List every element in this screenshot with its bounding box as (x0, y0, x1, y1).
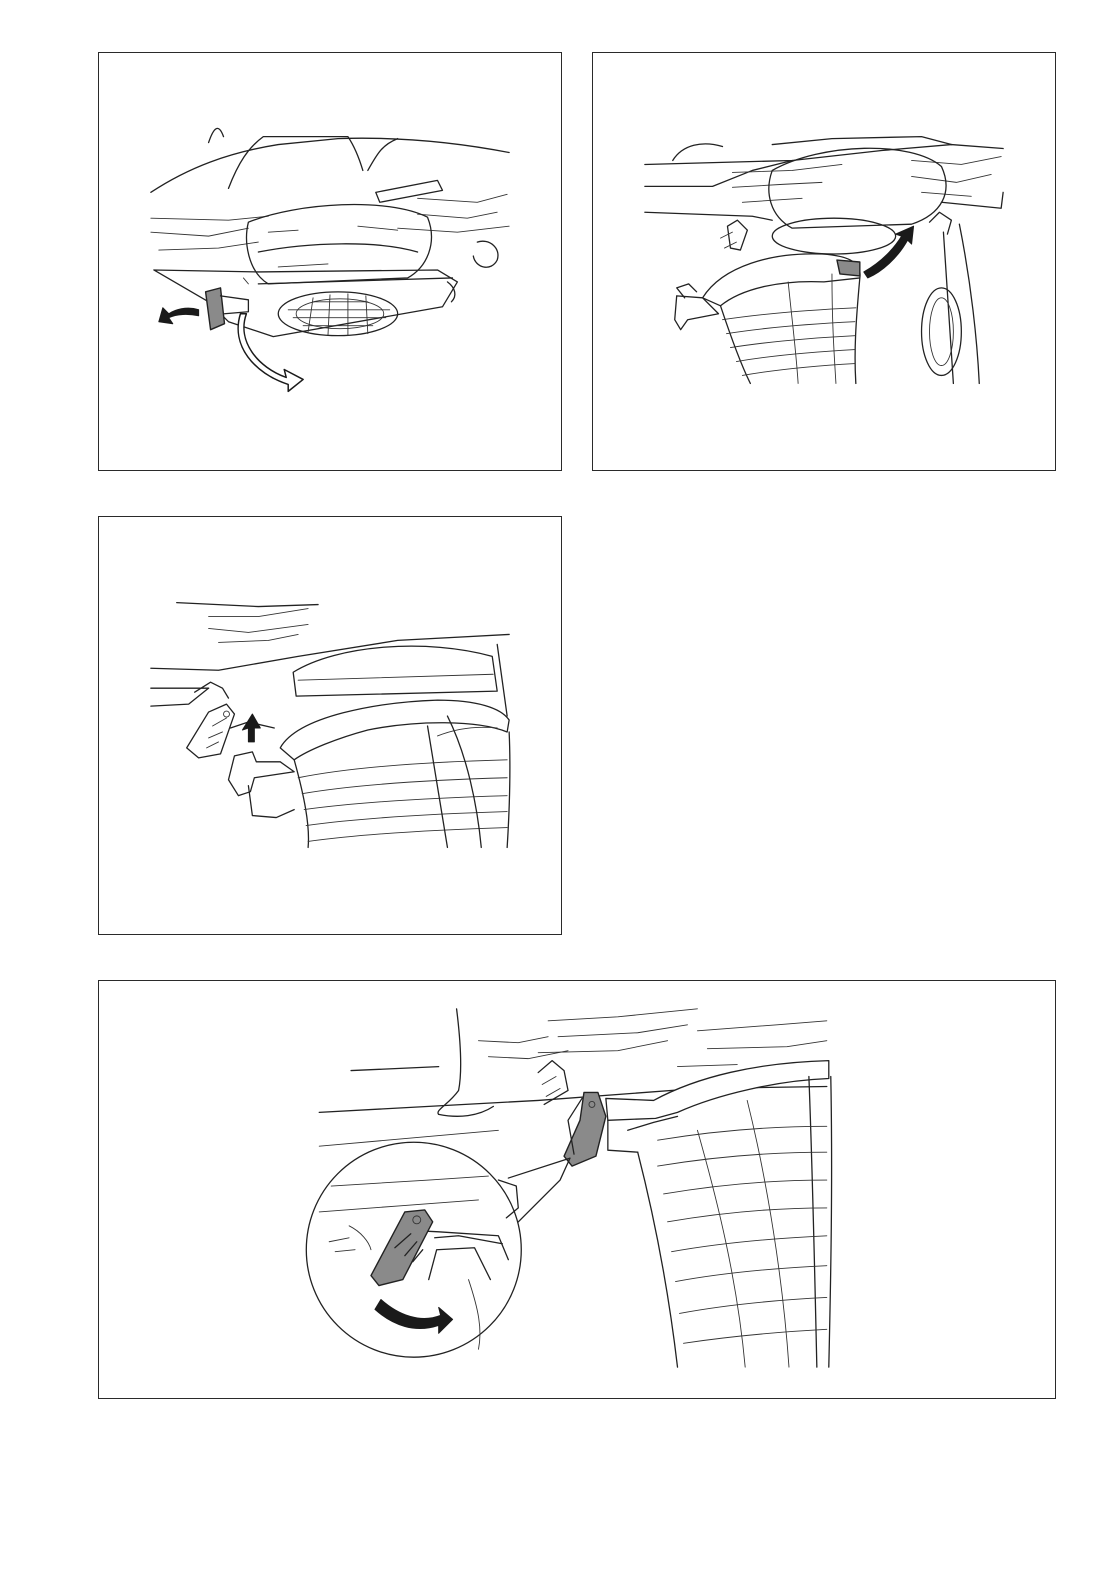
figure-4-panel (98, 980, 1056, 1399)
figure-2-illustration (593, 53, 1055, 470)
figure-2-panel (592, 52, 1056, 471)
figure-4-illustration (99, 981, 1055, 1398)
figure-3-illustration (99, 517, 561, 934)
lever-release-arrow-icon (159, 308, 199, 324)
figure-1-panel (98, 52, 562, 471)
rotate-cover-arrow-icon (238, 314, 303, 392)
detach-arrow-icon (864, 226, 914, 278)
push-up-arrow-icon (242, 714, 260, 742)
figure-3-panel (98, 516, 562, 935)
figure-1-illustration (99, 53, 561, 470)
